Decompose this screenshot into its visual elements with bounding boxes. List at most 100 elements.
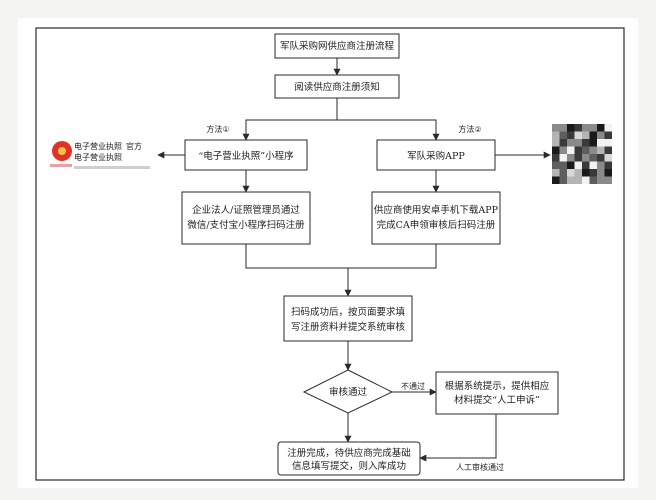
qr-pixel xyxy=(574,139,582,147)
qr-pixel xyxy=(589,124,597,132)
qr-pixel xyxy=(567,154,575,162)
done-box xyxy=(277,441,421,476)
qr-pixel xyxy=(589,131,597,139)
qr-pixel xyxy=(589,169,597,177)
qr-pixel xyxy=(574,131,582,139)
edge-notice-miniprogram xyxy=(242,98,338,141)
left-step-line-1: 企业法人/证照管理员通过 xyxy=(192,204,300,216)
qr-pixel xyxy=(574,124,582,132)
qr-pixel xyxy=(604,176,612,184)
edges xyxy=(157,58,551,462)
qr-pixel xyxy=(582,124,590,132)
right-step-box xyxy=(371,191,501,245)
qr-pixel xyxy=(597,131,605,139)
qr-pixel xyxy=(552,161,560,169)
fail-label: 不通过 xyxy=(401,381,425,391)
qr-pixel xyxy=(597,146,605,154)
logo-title: 电子营业执照 xyxy=(74,141,122,151)
qr-pixel xyxy=(582,154,590,162)
logo-subtitle: 电子营业执照 xyxy=(74,152,122,162)
qr-pixel xyxy=(552,139,560,147)
notice-box xyxy=(274,74,400,99)
qr-pixel xyxy=(589,139,597,147)
qr-pixel xyxy=(582,176,590,184)
qr-pixel xyxy=(574,176,582,184)
qr-pixel xyxy=(604,154,612,162)
right-step-line-1: 供应商使用安卓手机下载APP xyxy=(374,204,499,216)
method-2-label: 方法② xyxy=(458,124,481,134)
scan-success-box xyxy=(283,295,413,342)
edge-appeal-done xyxy=(419,414,497,462)
edge-notice-app xyxy=(337,119,440,141)
qr-pixel xyxy=(582,169,590,177)
notice-text: 阅读供应商注册须知 xyxy=(294,81,380,93)
qr-pixel xyxy=(589,161,597,169)
qr-pixel xyxy=(574,169,582,177)
qr-pixel xyxy=(604,161,612,169)
qr-pixel xyxy=(552,124,560,132)
title-text: 军队采购网供应商注册流程 xyxy=(280,40,395,52)
qr-pixel xyxy=(604,131,612,139)
diagram-frame xyxy=(35,27,625,481)
qr-pixel xyxy=(552,176,560,184)
done-line-1: 注册完成，待供应商完成基础 xyxy=(287,447,411,459)
qr-pixel xyxy=(597,139,605,147)
app-text: 军队采购APP xyxy=(407,150,465,162)
scan-success-line-2: 写注册资料并提交系统审核 xyxy=(291,321,406,333)
edge-left-merge xyxy=(245,244,352,297)
miniprogram-box xyxy=(184,139,308,171)
qr-pixel xyxy=(559,139,567,147)
qr-pixel xyxy=(567,124,575,132)
manual-pass-label: 人工审核通过 xyxy=(456,462,504,472)
qr-pixel xyxy=(574,146,582,154)
qr-pixel xyxy=(597,169,605,177)
qr-pixel xyxy=(552,169,560,177)
business-license-logo: 电子营业执照 官方 电子营业执照 xyxy=(50,141,150,169)
miniprogram-text: “电子营业执照”小程序 xyxy=(198,150,294,162)
qr-pixel xyxy=(559,154,567,162)
qr-pixel xyxy=(582,139,590,147)
qr-pixel xyxy=(597,161,605,169)
qr-pixel xyxy=(567,169,575,177)
qr-pixel xyxy=(559,124,567,132)
title-box xyxy=(274,33,400,59)
qr-pixel xyxy=(552,154,560,162)
qr-pixel xyxy=(574,161,582,169)
qr-pixel xyxy=(567,146,575,154)
qr-code-icon xyxy=(552,124,612,184)
qr-pixel xyxy=(589,176,597,184)
qr-pixel xyxy=(567,161,575,169)
left-step-line-2: 微信/支付宝小程序扫码注册 xyxy=(187,219,305,231)
qr-pixel xyxy=(567,139,575,147)
qr-pixel xyxy=(604,146,612,154)
review-text: 审核通过 xyxy=(329,386,368,398)
appeal-line-2: 材料提交“人工申诉” xyxy=(454,394,540,406)
scan-success-line-1: 扫码成功后，按页面要求填 xyxy=(291,306,406,318)
qr-pixel xyxy=(604,169,612,177)
qr-pixel xyxy=(559,146,567,154)
qr-pixel xyxy=(589,154,597,162)
logo-badge: 官方 xyxy=(126,141,142,151)
qr-pixel xyxy=(559,176,567,184)
qr-pixel xyxy=(582,146,590,154)
qr-pixel xyxy=(559,161,567,169)
left-step-box xyxy=(181,191,311,245)
qr-pixel xyxy=(597,176,605,184)
appeal-line-1: 根据系统提示，提供相应 xyxy=(445,380,550,392)
method-1-label: 方法① xyxy=(206,124,229,134)
qr-pixel xyxy=(567,131,575,139)
qr-pixel xyxy=(597,154,605,162)
edge-right-merge xyxy=(348,244,437,269)
app-box xyxy=(376,139,496,171)
qr-pixel xyxy=(559,131,567,139)
qr-pixel xyxy=(582,161,590,169)
review-decision xyxy=(302,369,394,414)
qr-pixel xyxy=(574,154,582,162)
qr-pixel xyxy=(552,146,560,154)
qr-pixel xyxy=(597,124,605,132)
qr-pixel xyxy=(567,176,575,184)
qr-pixel xyxy=(604,124,612,132)
done-line-2: 信息填写提交，则入库成功 xyxy=(292,460,406,472)
appeal-box xyxy=(435,371,559,415)
